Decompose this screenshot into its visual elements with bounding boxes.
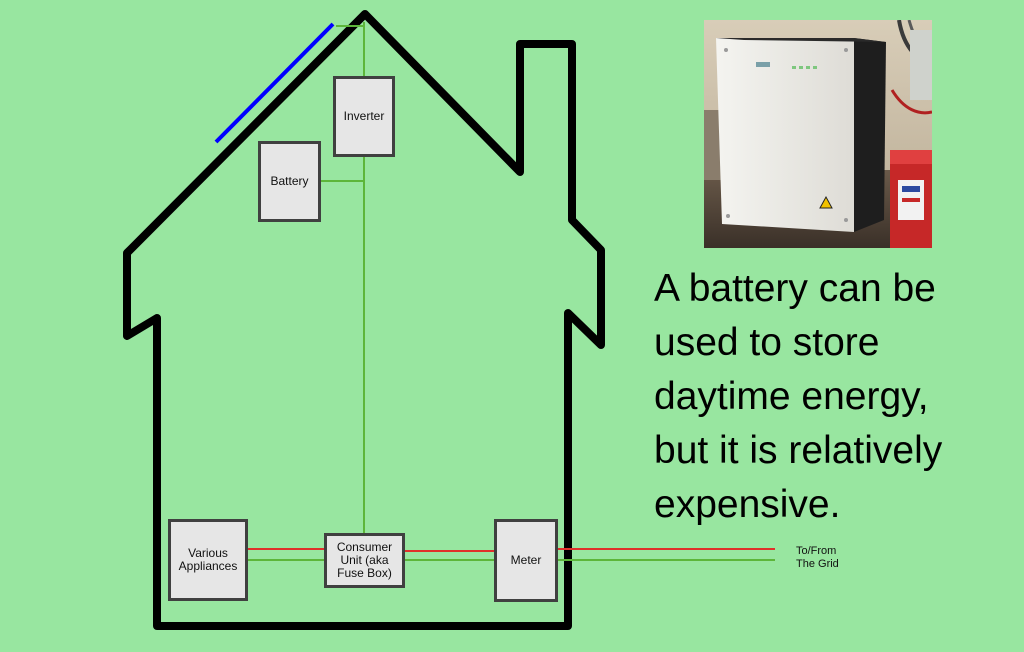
inverter-label: Inverter bbox=[343, 109, 385, 123]
appliances-label-line-2: Appliances bbox=[178, 559, 238, 573]
battery-label: Battery bbox=[270, 174, 309, 188]
appliances-box: Various Appliances bbox=[168, 519, 248, 601]
caption-line-5: expensive. bbox=[654, 483, 841, 526]
consumer-unit-box: Consumer Unit (aka Fuse Box) bbox=[324, 533, 405, 588]
inverter-box: Inverter bbox=[333, 76, 395, 157]
appliances-label-line-1: Various bbox=[188, 546, 228, 560]
grid-label: To/From The Grid bbox=[796, 545, 839, 571]
caption-line-1: A battery can be bbox=[654, 267, 936, 310]
consumer-unit-label-line-3: Fuse Box) bbox=[337, 566, 392, 580]
grid-label-line-1: To/From bbox=[796, 545, 837, 557]
consumer-unit-label-line-1: Consumer bbox=[336, 540, 393, 554]
caption-line-4: but it is relatively bbox=[654, 429, 943, 472]
meter-label: Meter bbox=[510, 553, 542, 567]
house-outline bbox=[123, 10, 605, 630]
caption-text: A battery can be used to store daytime e… bbox=[654, 262, 1014, 532]
meter-box: Meter bbox=[494, 519, 558, 602]
battery-unit-illustration bbox=[704, 20, 932, 248]
grid-label-line-2: The Grid bbox=[796, 558, 839, 570]
consumer-unit-label-line-2: Unit (aka bbox=[340, 553, 389, 567]
battery-box: Battery bbox=[258, 141, 321, 222]
caption-line-3: daytime energy, bbox=[654, 375, 929, 418]
battery-unit-photo bbox=[704, 20, 932, 248]
caption-line-2: used to store bbox=[654, 321, 880, 364]
solar-panel bbox=[214, 22, 335, 144]
